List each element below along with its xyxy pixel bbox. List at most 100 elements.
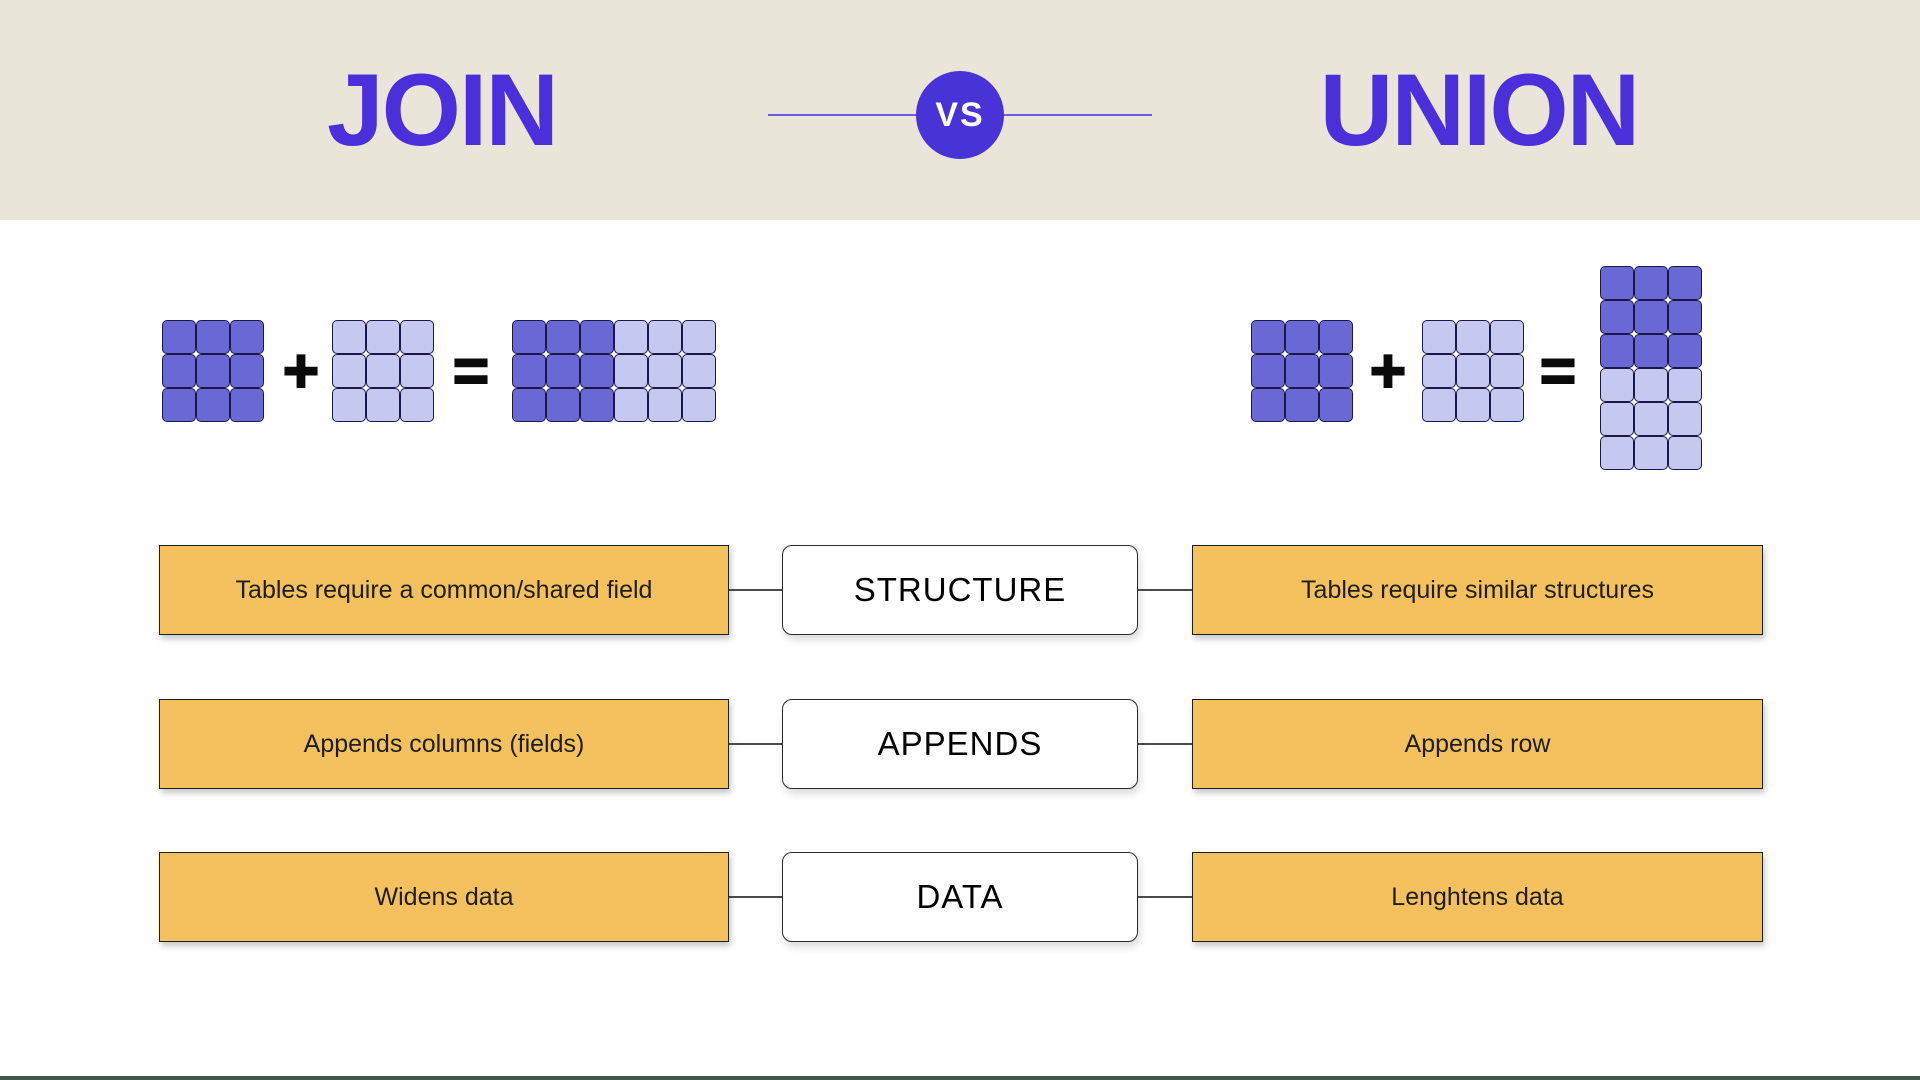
union-operand-dark-grid bbox=[1251, 320, 1353, 422]
table-cell-light bbox=[400, 354, 434, 388]
table-cell-light bbox=[1490, 388, 1524, 422]
table-cell-light bbox=[1634, 368, 1668, 402]
union-title: UNION bbox=[1319, 52, 1641, 167]
table-cell-dark bbox=[1634, 300, 1668, 334]
table-cell-light bbox=[1668, 368, 1702, 402]
table-cell-dark bbox=[580, 354, 614, 388]
table-cell-light bbox=[366, 388, 400, 422]
category-structure-label: STRUCTURE bbox=[853, 571, 1067, 608]
table-cell-dark bbox=[230, 354, 264, 388]
table-cell-dark bbox=[1251, 354, 1285, 388]
union-appends-box: Appends row bbox=[1192, 699, 1763, 789]
table-cell-light bbox=[332, 320, 366, 354]
join-data-box: Widens data bbox=[159, 852, 729, 942]
join-appends-box: Appends columns (fields) bbox=[159, 699, 729, 789]
comparison-row-data: Widens data DATA Lenghtens data bbox=[0, 852, 1920, 942]
table-cell-dark bbox=[162, 354, 196, 388]
table-cell-dark bbox=[546, 354, 580, 388]
bottom-accent-bar bbox=[0, 1076, 1920, 1080]
join-structure-label: Tables require a common/shared field bbox=[235, 575, 653, 604]
table-cell-light bbox=[1422, 388, 1456, 422]
category-data-label: DATA bbox=[916, 878, 1004, 915]
join-operand-dark-grid bbox=[162, 320, 264, 422]
table-cell-light bbox=[400, 388, 434, 422]
join-equals-sign: = bbox=[452, 337, 490, 406]
table-cell-light bbox=[1456, 320, 1490, 354]
table-cell-dark bbox=[546, 388, 580, 422]
table-cell-light bbox=[648, 388, 682, 422]
table-cell-light bbox=[1634, 402, 1668, 436]
category-appends-box: APPENDS bbox=[782, 699, 1138, 789]
table-cell-light bbox=[682, 354, 716, 388]
union-appends-label: Appends row bbox=[1404, 729, 1551, 758]
table-cell-dark bbox=[1251, 320, 1285, 354]
table-cell-dark bbox=[1600, 266, 1634, 300]
table-cell-dark bbox=[230, 388, 264, 422]
category-appends-label: APPENDS bbox=[877, 725, 1043, 762]
union-operand-light-grid bbox=[1422, 320, 1524, 422]
category-data-box: DATA bbox=[782, 852, 1138, 942]
table-cell-dark bbox=[512, 388, 546, 422]
table-cell-dark bbox=[196, 388, 230, 422]
table-cell-light bbox=[682, 320, 716, 354]
join-structure-box: Tables require a common/shared field bbox=[159, 545, 729, 635]
table-cell-dark bbox=[546, 320, 580, 354]
table-cell-dark bbox=[1319, 354, 1353, 388]
table-cell-light bbox=[1490, 354, 1524, 388]
table-cell-light bbox=[682, 388, 716, 422]
union-equals-sign: = bbox=[1539, 337, 1577, 406]
union-structure-box: Tables require similar structures bbox=[1192, 545, 1763, 635]
union-data-label: Lenghtens data bbox=[1391, 882, 1564, 911]
table-cell-dark bbox=[1285, 388, 1319, 422]
table-cell-light bbox=[1422, 354, 1456, 388]
connector-line bbox=[729, 743, 782, 745]
join-title: JOIN bbox=[326, 52, 559, 167]
connector-line bbox=[1138, 589, 1192, 591]
table-cell-light bbox=[1490, 320, 1524, 354]
union-plus-sign: + bbox=[1369, 337, 1407, 406]
table-cell-light bbox=[332, 354, 366, 388]
table-cell-dark bbox=[512, 320, 546, 354]
table-cell-dark bbox=[1634, 334, 1668, 368]
vs-badge: VS bbox=[916, 71, 1004, 159]
table-cell-light bbox=[648, 354, 682, 388]
table-cell-light bbox=[1600, 402, 1634, 436]
table-cell-light bbox=[366, 354, 400, 388]
table-cell-dark bbox=[1319, 320, 1353, 354]
table-cell-dark bbox=[162, 388, 196, 422]
table-cell-light bbox=[332, 388, 366, 422]
table-cell-dark bbox=[1668, 266, 1702, 300]
join-result-grid bbox=[512, 320, 716, 422]
table-cell-dark bbox=[512, 354, 546, 388]
connector-line bbox=[729, 589, 782, 591]
comparison-row-structure: Tables require a common/shared field STR… bbox=[0, 545, 1920, 635]
table-cell-light bbox=[1422, 320, 1456, 354]
union-data-box: Lenghtens data bbox=[1192, 852, 1763, 942]
table-cell-dark bbox=[162, 320, 196, 354]
table-cell-dark bbox=[1668, 300, 1702, 334]
table-cell-light bbox=[366, 320, 400, 354]
table-cell-dark bbox=[196, 320, 230, 354]
table-cell-dark bbox=[580, 388, 614, 422]
table-cell-light bbox=[614, 320, 648, 354]
table-cell-dark bbox=[1285, 354, 1319, 388]
table-cell-dark bbox=[1285, 320, 1319, 354]
table-cell-dark bbox=[196, 354, 230, 388]
union-result-grid bbox=[1600, 266, 1702, 470]
table-cell-light bbox=[648, 320, 682, 354]
table-cell-light bbox=[614, 388, 648, 422]
table-cell-light bbox=[400, 320, 434, 354]
table-cell-dark bbox=[1319, 388, 1353, 422]
connector-line bbox=[1138, 896, 1192, 898]
table-cell-dark bbox=[1668, 334, 1702, 368]
connector-line bbox=[729, 896, 782, 898]
union-structure-label: Tables require similar structures bbox=[1301, 575, 1654, 604]
join-data-label: Widens data bbox=[374, 882, 514, 911]
category-structure-box: STRUCTURE bbox=[782, 545, 1138, 635]
table-cell-light bbox=[614, 354, 648, 388]
table-cell-dark bbox=[1600, 334, 1634, 368]
table-cell-dark bbox=[1251, 388, 1285, 422]
table-cell-light bbox=[1634, 436, 1668, 470]
table-cell-light bbox=[1600, 436, 1634, 470]
